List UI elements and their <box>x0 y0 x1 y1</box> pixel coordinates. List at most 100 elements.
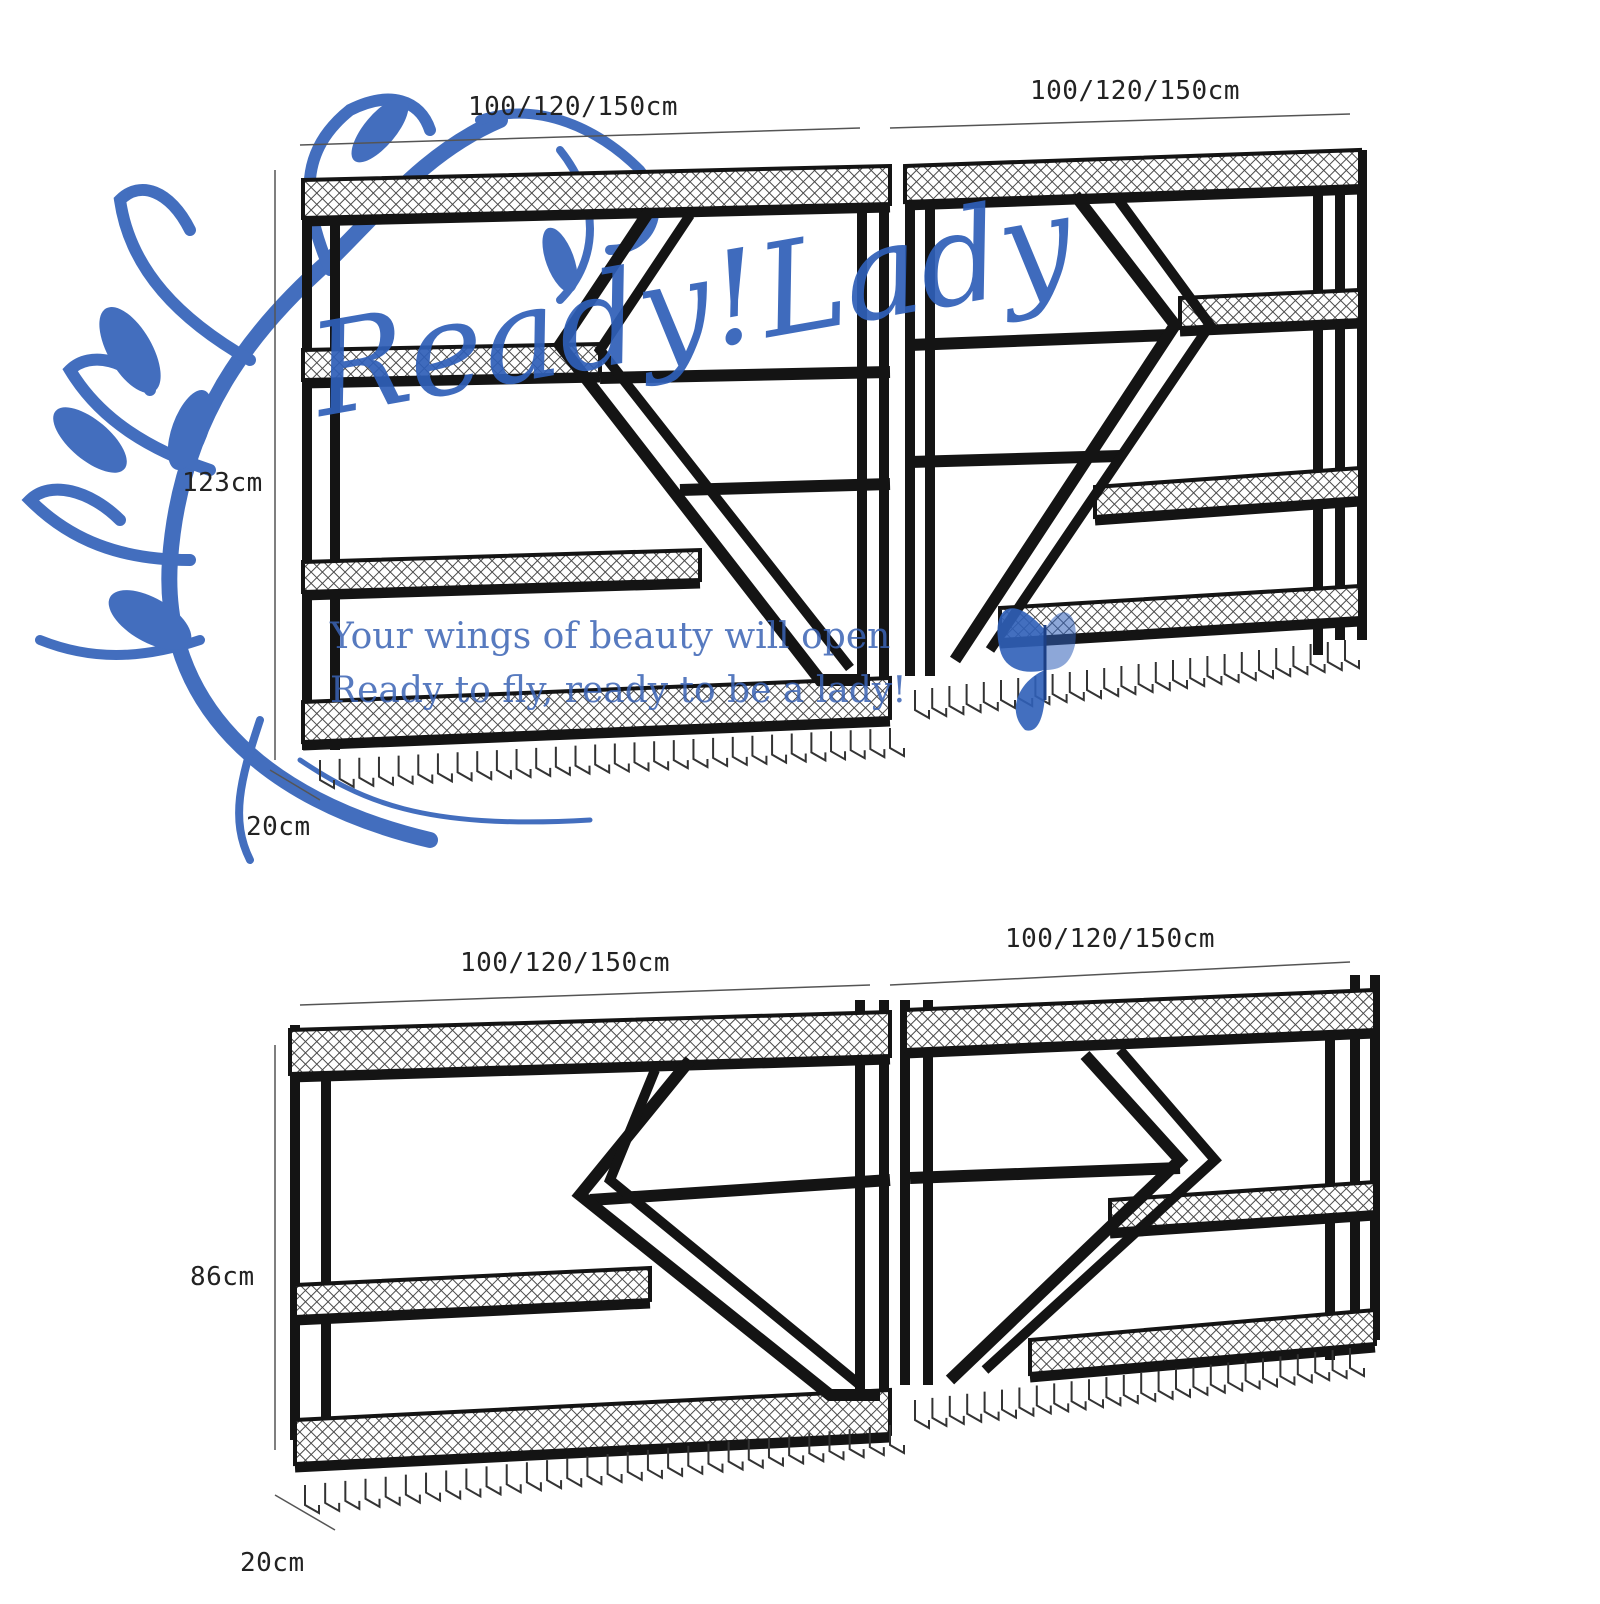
glass-hook <box>1068 672 1085 702</box>
top-left-width-label: 100/120/150cm <box>468 92 678 122</box>
glass-hook <box>613 743 630 774</box>
glass-hook <box>868 1427 885 1457</box>
bottom-depth-label: 20cm <box>240 1548 305 1578</box>
diagonal-frame <box>593 212 854 672</box>
shelf-board <box>1029 1343 1376 1383</box>
mesh-rail <box>903 147 1362 205</box>
shelf-board <box>302 373 601 389</box>
mesh-rail <box>301 547 702 595</box>
glass-hook <box>672 740 689 770</box>
diagonal-frame <box>985 192 1217 653</box>
shelf-units <box>288 147 1380 1515</box>
glass-hook <box>931 1397 948 1428</box>
glass-hook <box>1086 670 1102 700</box>
glass-hook <box>404 1474 421 1505</box>
glass-hook <box>653 741 670 771</box>
glass-hook <box>790 733 807 764</box>
glass-hook <box>1051 674 1068 704</box>
glass-hook <box>594 744 611 775</box>
glass-hook <box>319 760 335 790</box>
glass-hook <box>828 1431 845 1461</box>
shelf-board <box>302 203 891 227</box>
glass-hook <box>747 1439 764 1470</box>
bottom-height-label: 86cm <box>190 1262 255 1292</box>
glass-hook <box>948 686 965 716</box>
glass-hook <box>1018 1387 1035 1418</box>
glass-hook <box>1053 1383 1070 1414</box>
glass-hook <box>646 1449 663 1480</box>
glass-hook <box>1326 642 1343 672</box>
glass-hook <box>1154 662 1171 692</box>
glass-hook <box>485 1466 502 1497</box>
glass-hook <box>931 688 948 718</box>
glass-hook <box>1120 666 1137 696</box>
mesh-rail <box>1178 287 1362 331</box>
glass-hook <box>771 734 788 765</box>
glass-hook <box>417 754 434 785</box>
glass-hook <box>1279 1356 1296 1387</box>
glass-hook <box>1262 1358 1278 1389</box>
glass-hook <box>1175 1368 1191 1399</box>
glass-hook <box>606 1453 623 1484</box>
top-height-label: 123cm <box>182 468 263 498</box>
glass-hook <box>667 1447 684 1478</box>
glass-hook <box>554 746 571 777</box>
glass-hook <box>304 1485 320 1515</box>
mesh-rail <box>301 675 892 745</box>
mesh-rail <box>288 1009 892 1077</box>
glass-hook <box>445 1470 462 1501</box>
glass-hook <box>1292 646 1309 676</box>
glass-hook <box>566 1458 583 1488</box>
glass-hook <box>456 752 473 782</box>
glass-hook <box>1258 650 1274 680</box>
mesh-rail <box>1028 1307 1377 1377</box>
glass-hook <box>914 690 930 720</box>
shelf-board <box>289 1055 891 1083</box>
glass-hook <box>869 729 886 759</box>
top-depth-label: 20cm <box>246 812 311 842</box>
glass-hook <box>687 1445 704 1476</box>
diagonal-frame <box>949 191 1183 664</box>
glass-hook <box>1331 1350 1348 1380</box>
shelf-board <box>589 1174 891 1206</box>
glass-hook <box>358 757 375 788</box>
glass-hook <box>546 1460 563 1490</box>
glass-hook <box>1192 1366 1209 1397</box>
glass-hook <box>574 745 591 776</box>
glass-hook <box>849 730 866 760</box>
glass-hook <box>344 1480 361 1511</box>
glass-hook <box>1103 668 1120 698</box>
glass-hook <box>384 1476 401 1507</box>
glass-hook <box>535 747 552 778</box>
glass-hook <box>1344 640 1360 670</box>
glass-hook <box>465 1468 482 1499</box>
watermark-tagline-1: Your wings of beauty will open <box>330 616 891 657</box>
diagonal-frame <box>981 1046 1222 1374</box>
shelf-board <box>909 1162 1181 1184</box>
glass-hook <box>1223 654 1240 684</box>
shelf-board <box>1094 497 1361 526</box>
glass-hook <box>377 756 394 787</box>
glass-hook <box>1000 680 1016 710</box>
shelf-board <box>909 329 1171 351</box>
glass-hook <box>751 735 768 766</box>
glass-hook <box>1122 1375 1139 1405</box>
mesh-rail <box>301 163 892 221</box>
glass-hook <box>966 1393 983 1424</box>
glass-hook <box>1244 1360 1261 1391</box>
shelf-board <box>599 366 891 384</box>
glass-hook <box>364 1478 381 1509</box>
diagonal-frame <box>603 1068 864 1389</box>
top-right-width-label: 100/120/150cm <box>1030 76 1240 106</box>
shelf-board <box>294 1433 891 1473</box>
glass-hook <box>633 742 650 773</box>
glass-hook <box>1088 1379 1104 1409</box>
glass-hook <box>1140 1372 1157 1403</box>
glass-hook <box>983 1391 1000 1422</box>
glass-hook <box>436 753 453 784</box>
glass-hook <box>731 736 748 767</box>
shelf-board <box>904 185 1361 211</box>
glass-hook <box>810 732 827 763</box>
